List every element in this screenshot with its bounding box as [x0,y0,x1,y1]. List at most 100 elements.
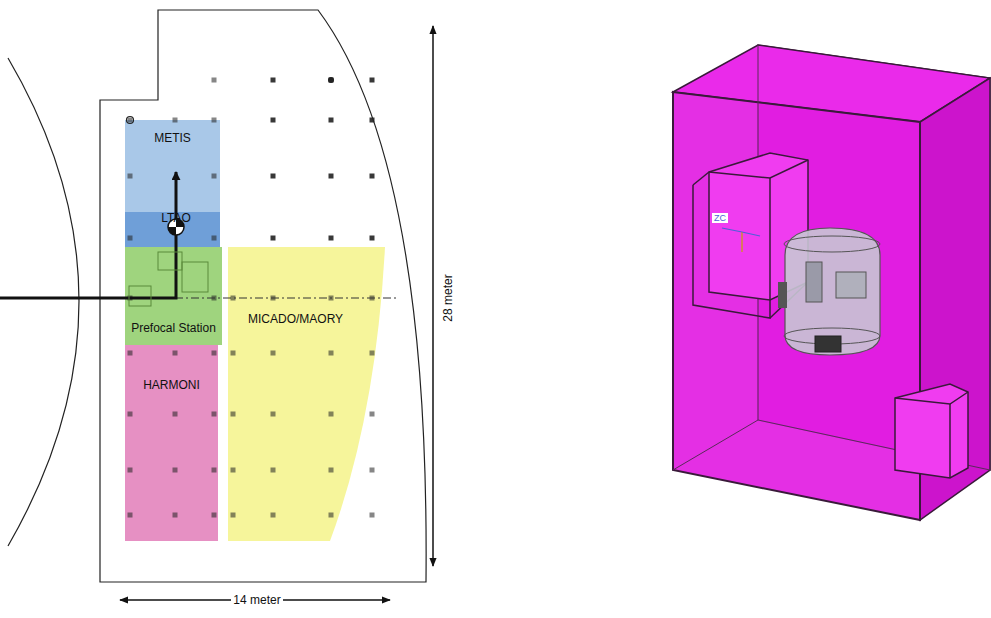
mount-point [329,78,334,83]
mount-point [128,412,133,417]
mount-point [128,174,133,179]
mount-point [212,468,217,473]
mount-point [128,296,133,301]
mount-point [128,468,133,473]
mount-point [271,296,276,301]
instrument-box: HARMONI [125,345,218,541]
telescope-arc [8,58,79,546]
centre-mark [168,219,184,235]
mount-point [329,174,334,179]
mount-point [370,468,375,473]
instrument-region: MICADO/MAORY [226,247,386,542]
vessel-body [785,228,880,355]
vessel-part [806,262,822,302]
mount-point [231,513,236,518]
axis-line [722,228,742,232]
mount-point [329,351,334,356]
mount-point [212,513,217,518]
platform-outline [100,10,426,582]
hidden-edge [673,420,758,470]
enclosure-3d [673,45,990,520]
mount-point [329,412,334,417]
dimension-arrow [432,26,434,566]
small-box [895,384,968,478]
mount-point [173,351,178,356]
mount-point [127,117,134,124]
small-box-edge [895,392,968,404]
mount-point [212,78,217,83]
mount-point [212,412,217,417]
instrument-box: METIS [125,120,220,212]
instrument-label: MICADO/MAORY [248,313,343,327]
enclosure-front [673,92,920,520]
vessel-port [778,282,787,308]
instrument-label: Prefocal Station [131,322,216,336]
mount-point [271,468,276,473]
mount-point [231,412,236,417]
instrument-label: LTAO [161,212,191,226]
mount-point [271,412,276,417]
centre-ring [168,219,184,235]
dimension-label: 28 meter [441,272,455,323]
vessel-ring [784,236,880,252]
mount-point [128,118,133,123]
mount-point [329,513,334,518]
mount-point [173,468,178,473]
mount-point [370,236,375,241]
mount-point [329,468,334,473]
mount-point [173,118,178,123]
optical-axis [175,298,396,299]
mount-point [370,118,375,123]
instrument-box: LTAO [125,212,220,247]
mount-point [173,513,178,518]
mount-point [212,236,217,241]
station-unit [182,262,208,292]
mount-point [370,174,375,179]
mount-point [271,351,276,356]
mount-point [329,296,334,301]
station-unit [158,252,182,270]
mount-point [231,296,236,301]
mount-point [329,118,334,123]
instrument-label: HARMONI [143,379,200,393]
mount-point [128,513,133,518]
mount-point [212,296,217,301]
region-fill [228,247,385,541]
mount-point [271,513,276,518]
cryostat-vessel [778,228,880,355]
centre-quarter [168,227,176,235]
mount-point [271,118,276,123]
mount-point [271,174,276,179]
region-shape [226,247,386,542]
dimension-label: 14 meter [231,593,282,607]
mount-point [271,78,276,83]
station-unit [129,286,151,306]
axis-line [742,232,760,236]
beam-arrow [0,172,176,298]
small-box-edge [949,404,951,478]
instrument-label: METIS [154,132,191,146]
mount-point [173,412,178,417]
mount-point [370,78,375,83]
mount-point [128,351,133,356]
centre-quarter [176,219,184,227]
mount-point [231,351,236,356]
inner-box-edge [709,160,808,178]
inner-box-edge [693,172,709,185]
vessel-part [836,272,866,298]
mount-point [128,236,133,241]
mount-point [370,296,375,301]
axis-line [741,232,742,252]
mount-point [329,236,334,241]
axis-label: ZC [712,213,728,223]
mount-point [370,351,375,356]
mount-point [212,174,217,179]
mount-point [370,412,375,417]
inner-box-edge [693,178,770,318]
mount-point [370,513,375,518]
vessel-base [815,336,841,352]
mount-point [231,468,236,473]
